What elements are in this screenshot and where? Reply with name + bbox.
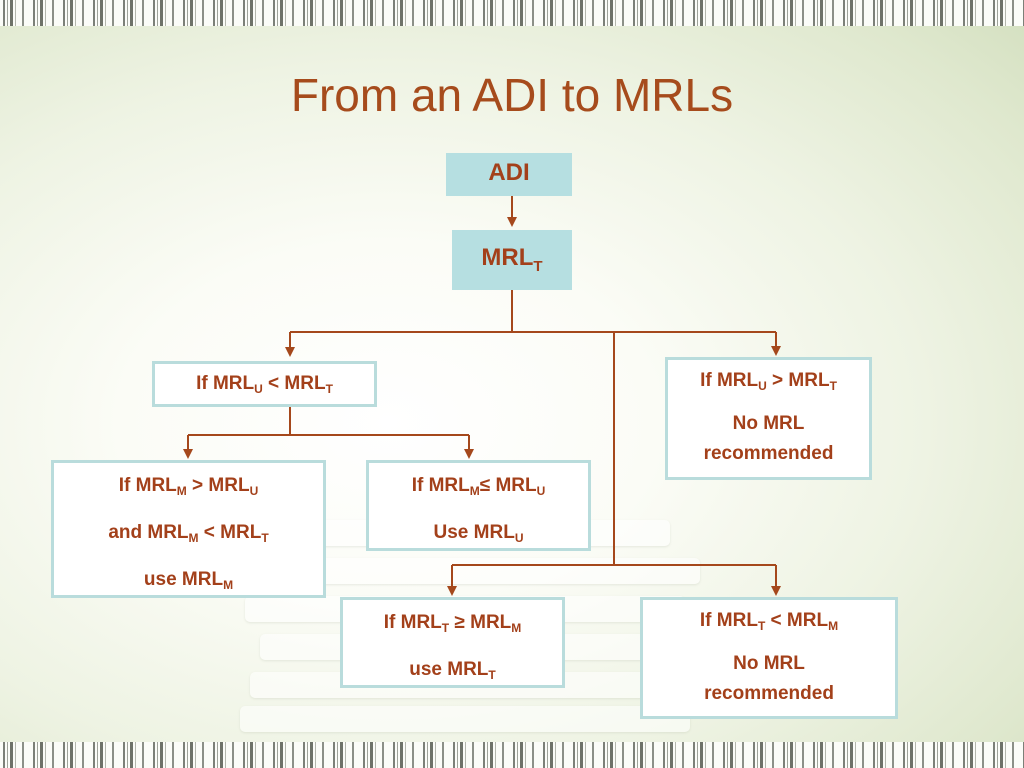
node-result-line: Use MRLU — [369, 518, 588, 553]
text-fragment: If MRL — [700, 370, 759, 391]
text-fragment: < MRL — [198, 522, 262, 543]
text-fragment: < MRL — [765, 610, 829, 631]
subscript: T — [441, 621, 450, 635]
node-condition-line: and MRLM < MRLT — [54, 518, 323, 553]
subscript: T — [325, 382, 333, 396]
node-condition-line: If MRLT ≥ MRLM — [343, 608, 562, 643]
text-fragment: If MRL — [383, 612, 442, 633]
node-mrlm-between: If MRLM > MRLU and MRLM < MRLT use MRLM — [51, 460, 326, 598]
text-fragment: If MRL — [411, 475, 470, 496]
node-condition-line: If MRLT < MRLM — [643, 606, 895, 641]
node-adi-label: ADI — [488, 159, 530, 186]
slide-title: From an ADI to MRLs — [290, 69, 734, 121]
text-fragment: If MRL — [118, 475, 177, 496]
subscript: T — [829, 379, 837, 393]
text-fragment: use MRL — [143, 569, 224, 590]
subscript: T — [757, 619, 766, 633]
node-result-line: No MRL — [732, 413, 805, 434]
subscript: U — [249, 484, 259, 498]
paper-sheet — [255, 558, 700, 584]
node-mrlu-lt-mrlt: If MRLU < MRLT — [152, 361, 377, 407]
text-fragment: > MRL — [766, 370, 830, 391]
node-adi: ADI — [446, 153, 572, 196]
node-mrlt-lt-mrlm: If MRLT < MRLM No MRL recommended — [640, 597, 898, 719]
subscript: M — [511, 621, 522, 635]
node-result-line: No MRL — [733, 653, 805, 674]
node-mrl-t-subscript: T — [533, 258, 543, 275]
subscript: T — [261, 531, 269, 545]
text-fragment: > MRL — [186, 475, 250, 496]
node-condition-line: If MRLU > MRLT — [668, 366, 869, 401]
text-fragment: < MRL — [262, 373, 326, 394]
subscript: U — [514, 531, 524, 545]
node-result-line: use MRLM — [54, 565, 323, 600]
text-fragment: If MRL — [196, 373, 255, 394]
subscript: U — [254, 382, 263, 396]
node-mrl-t: MRLT — [452, 230, 572, 290]
node-mrlt-ge-mrlm: If MRLT ≥ MRLM use MRLT — [340, 597, 565, 688]
subscript: U — [536, 484, 546, 498]
text-fragment: Use MRL — [433, 522, 515, 543]
node-condition-line: If MRLU < MRLT — [155, 369, 374, 404]
node-mrl-t-base: MRL — [481, 244, 534, 271]
bottom-decorative-stripe — [0, 742, 1024, 768]
subscript: M — [828, 619, 839, 633]
node-result-line: use MRLT — [343, 655, 562, 690]
paper-sheet — [240, 706, 690, 732]
node-condition-line: If MRLM > MRLU — [54, 471, 323, 506]
subscript: U — [758, 379, 767, 393]
node-condition-line: If MRLM≤ MRLU — [369, 471, 588, 506]
node-mrlu-gt-mrlt: If MRLU > MRLT No MRL recommended — [665, 357, 872, 480]
subscript: M — [176, 484, 187, 498]
subscript: M — [223, 578, 234, 592]
text-fragment: use MRL — [409, 659, 489, 680]
subscript: M — [469, 484, 480, 498]
text-fragment: and MRL — [108, 522, 189, 543]
text-fragment: ≥ MRL — [449, 612, 512, 633]
node-result-line: recommended — [704, 683, 834, 704]
text-fragment: ≤ MRL — [479, 475, 537, 496]
top-decorative-stripe — [0, 0, 1024, 26]
node-mrlm-le-mrlu: If MRLM≤ MRLU Use MRLU — [366, 460, 591, 551]
text-fragment: If MRL — [699, 610, 758, 631]
node-result-line: recommended — [703, 443, 834, 464]
subscript: T — [488, 668, 496, 682]
subscript: M — [188, 531, 199, 545]
